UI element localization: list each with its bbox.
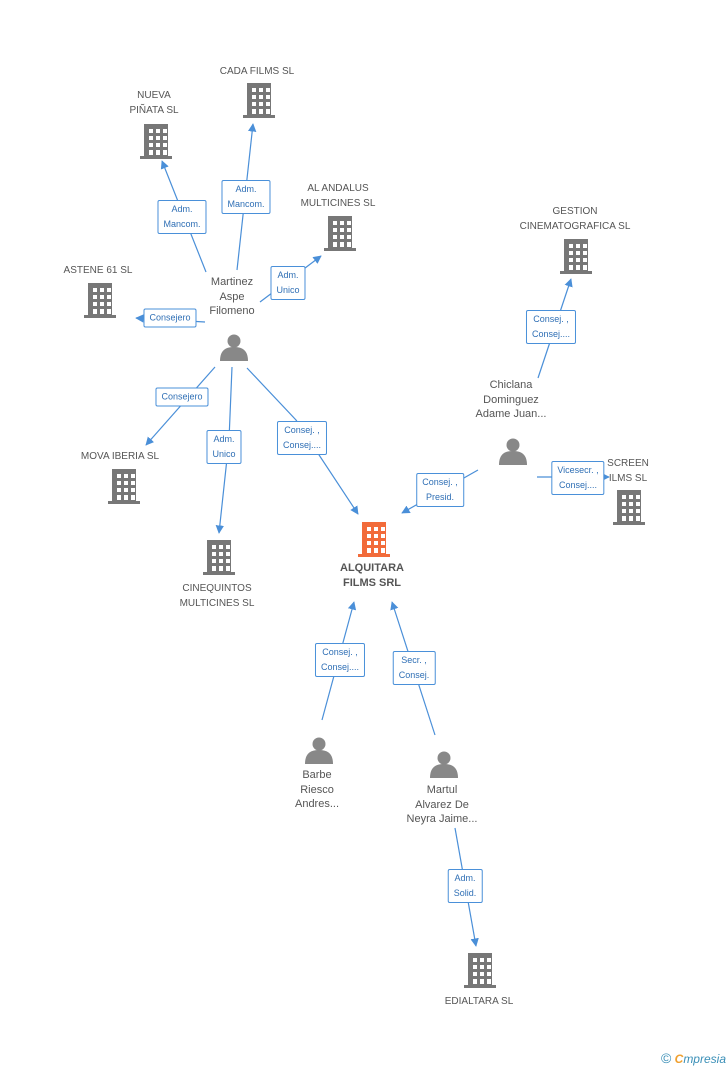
person-icon-chiclana[interactable] <box>499 438 527 466</box>
building-icon-cada[interactable] <box>243 83 275 118</box>
edge-label-martinez-alandalus[interactable]: Adm. Unico <box>270 266 306 300</box>
edge-label-line: Mancom. <box>163 219 201 229</box>
node-label-astene[interactable]: ASTENE 61 SL <box>64 263 133 278</box>
edge-label-martinez-nueva[interactable]: Adm. Mancom. <box>157 200 207 234</box>
edge-label-martinez-alquitara[interactable]: Consej. , Consej.... <box>276 421 328 455</box>
node-label-line: Riesco <box>300 783 334 796</box>
edge-label-chiclana-gestion[interactable]: Consej. , Consej.... <box>525 310 577 344</box>
edge-label-martinez-astene[interactable]: Consejero <box>143 308 197 328</box>
node-label-line: Barbe <box>302 769 332 781</box>
edge-label-line: Adm. <box>454 873 476 883</box>
edge-label-martul-edialtara[interactable]: Adm. Solid. <box>447 869 483 903</box>
node-label-mova[interactable]: MOVA IBERIA SL <box>81 449 159 464</box>
edge-label-line: Consej. , <box>533 314 569 324</box>
node-label-line: ILMS SL <box>608 473 648 484</box>
building-icon-cinequintos[interactable] <box>203 540 235 575</box>
node-label-gestion[interactable]: GESTION CINEMATOGRAFICA SL <box>520 204 631 234</box>
building-icon-screen[interactable] <box>613 490 645 525</box>
node-label-cinequintos[interactable]: CINEQUINTOS MULTICINES SL <box>180 581 255 611</box>
node-label-edialtara[interactable]: EDIALTARA SL <box>445 994 514 1009</box>
building-icon-astene[interactable] <box>84 283 116 318</box>
node-label-alquitara[interactable]: ALQUITARA FILMS SRL <box>340 561 404 590</box>
edge-label-martul-alquitara[interactable]: Secr. , Consej. <box>392 651 436 685</box>
edge-label-martinez-mova[interactable]: Consejero <box>155 387 209 407</box>
node-label-cada[interactable]: CADA FILMS SL <box>220 64 294 79</box>
node-label-line: Chiclana <box>489 379 533 391</box>
node-label-line: SCREEN <box>607 458 649 469</box>
node-label-line: Andres... <box>294 798 340 810</box>
node-label-line: CADA FILMS SL <box>219 66 295 77</box>
edge-label-line: Unico <box>212 449 236 459</box>
node-label-line: AL ANDALUS <box>307 183 369 194</box>
node-label-line: CINEQUINTOS <box>182 583 252 594</box>
edge-label-martinez-cinequintos[interactable]: Adm. Unico <box>206 430 242 464</box>
building-icon-nueva[interactable] <box>140 124 172 159</box>
node-label-line: MULTICINES SL <box>300 198 376 209</box>
person-icon-martinez[interactable] <box>220 334 248 362</box>
edge-label-line: Consej. , <box>284 425 320 435</box>
edge-label-line: Adm. <box>171 204 193 214</box>
edge-label-line: Adm. <box>213 434 235 444</box>
brand-initial: C <box>674 1052 684 1066</box>
brand-name: mpresia <box>683 1052 726 1066</box>
node-label-line: ALQUITARA <box>340 562 404 574</box>
edge-label-martinez-cada[interactable]: Adm. Mancom. <box>221 180 271 214</box>
edge-label-line: Consejero <box>161 391 203 402</box>
node-label-line: Aspe <box>219 290 245 303</box>
node-label-line: Martul <box>426 784 458 796</box>
edge-label-line: Secr. , <box>401 655 427 665</box>
edge-label-line: Consej. , <box>322 647 358 657</box>
copyright-icon: © <box>660 1050 672 1066</box>
node-label-line: Adame Juan... <box>475 408 547 420</box>
node-label-line: PIÑATA SL <box>129 105 179 116</box>
node-label-line: EDIALTARA SL <box>444 996 514 1007</box>
node-label-line: Martinez <box>210 276 254 288</box>
node-label-line: FILMS SRL <box>342 576 402 589</box>
node-label-line: Alvarez De <box>415 798 469 811</box>
building-icon-alquitara[interactable] <box>358 522 390 557</box>
edge-label-line: Consej.... <box>320 662 360 672</box>
node-label-line: Neyra Jaime... <box>406 813 478 825</box>
node-label-line: MOVA IBERIA SL <box>80 451 160 462</box>
node-label-line: ASTENE 61 SL <box>63 265 133 276</box>
edge-label-line: Solid. <box>453 888 477 898</box>
edge-label-line: Consej.... <box>558 480 598 490</box>
edge-label-line: Mancom. <box>227 199 265 209</box>
building-icon-mova[interactable] <box>108 469 140 504</box>
node-label-line: CINEMATOGRAFICA SL <box>519 221 631 232</box>
edge-label-chiclana-alquitara[interactable]: Consej. , Presid. <box>416 473 464 507</box>
person-icon-barbe[interactable] <box>305 737 333 765</box>
node-label-line: MULTICINES SL <box>179 598 255 609</box>
edge-label-line: Unico <box>276 285 300 295</box>
building-icon-alandalus[interactable] <box>324 216 356 251</box>
node-label-line: NUEVA <box>137 90 171 101</box>
edge-label-line: Consej. <box>398 670 430 680</box>
edge-label-line: Adm. <box>235 184 257 194</box>
edge-label-line: Consej. , <box>422 477 458 487</box>
edge-label-line: Consejero <box>149 312 191 323</box>
node-label-line: Dominguez <box>483 393 539 406</box>
building-icon-edialtara[interactable] <box>464 953 496 988</box>
edge-label-line: Presid. <box>425 492 454 502</box>
node-label-line: Filomeno <box>209 305 255 317</box>
node-label-line: GESTION <box>552 206 598 217</box>
footer-brand[interactable]: © Cmpresia <box>661 1050 726 1066</box>
node-label-screen[interactable]: SCREEN ILMS SL <box>607 456 649 486</box>
edge-label-line: Consej.... <box>531 329 571 339</box>
edge-label-chiclana-screen[interactable]: Vicesecr. , Consej.... <box>551 461 605 495</box>
edge-label-barbe-alquitara[interactable]: Consej. , Consej.... <box>314 643 366 677</box>
edge-label-line: Vicesecr. , <box>557 465 599 475</box>
building-icon-gestion[interactable] <box>560 239 592 274</box>
node-label-alandalus[interactable]: AL ANDALUS MULTICINES SL <box>301 181 376 211</box>
edge-martinez-alquitara <box>246 367 359 515</box>
node-label-nueva[interactable]: NUEVA PIÑATA SL <box>129 88 178 118</box>
edge-label-line: Consej.... <box>282 440 322 450</box>
edge-label-line: Adm. <box>277 270 299 280</box>
person-icon-martul[interactable] <box>430 751 458 779</box>
